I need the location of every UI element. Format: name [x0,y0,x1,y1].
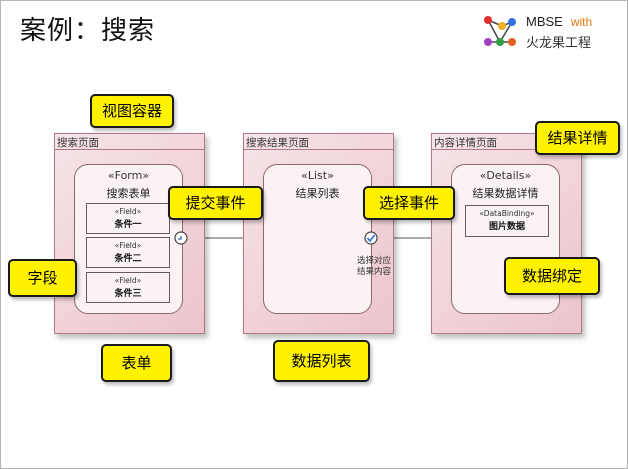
select-note-line-2: 结果内容 [356,267,391,277]
results-page-container: 搜索结果页面 «List» 结果列表 选择对应 结果内容 [243,133,394,334]
field-condition-3: «Field» 条件三 [86,272,170,303]
callout-field: 字段 [8,259,77,297]
brand-with: with [570,15,593,29]
select-note: 选择对应 结果内容 [352,256,396,278]
brand-logo: MBSE with 火龙果工程 [480,12,620,52]
details-page-container: 内容详情页面 «Details» 结果数据详情 «DataBinding» 图片… [431,133,582,334]
data-binding-image: «DataBinding» 图片数据 [465,205,549,237]
list-stereotype: «List» [301,169,334,182]
callout-view-container: 视图容器 [90,94,174,128]
search-page-label: 搜索页面 [57,137,99,149]
callout-data-list: 数据列表 [273,340,370,382]
field-stereotype: «Field» [114,241,142,250]
select-note-line-1: 选择对应 [356,256,391,266]
details-page-label: 内容详情页面 [434,137,497,149]
form-name: 搜索表单 [106,187,151,200]
field-stereotype: «Field» [114,207,142,216]
submit-event-icon [174,231,188,245]
callout-result-details: 结果详情 [535,121,620,155]
brand-subtitle: 火龙果工程 [526,36,592,51]
binding-stereotype: «DataBinding» [479,209,535,218]
field-name: 条件三 [114,289,142,299]
brand-mbse: MBSE [526,14,563,29]
field-name: 条件二 [114,254,142,264]
select-event-icon [364,231,378,245]
field-stereotype: «Field» [114,276,142,285]
form-stereotype: «Form» [107,169,150,182]
callout-submit-event: 提交事件 [168,186,263,220]
field-condition-2: «Field» 条件二 [86,237,170,268]
page-divider [55,149,204,150]
callout-select-event: 选择事件 [363,186,455,220]
binding-name: 图片数据 [488,222,525,232]
field-name: 条件一 [114,220,142,230]
callout-data-binding: 数据绑定 [504,257,600,295]
brand-name: MBSE with [526,14,592,29]
results-page-label: 搜索结果页面 [246,137,309,149]
slide-title: 案例：搜索 [20,16,156,46]
details-name: 结果数据详情 [472,187,539,200]
field-condition-1: «Field» 条件一 [86,203,170,234]
list-name: 结果列表 [295,187,340,200]
page-divider [432,149,581,150]
results-list: «List» 结果列表 [263,164,372,314]
search-page-container: 搜索页面 «Form» 搜索表单 «Field» 条件一 «Field» 条件二… [54,133,205,334]
search-form: «Form» 搜索表单 «Field» 条件一 «Field» 条件二 «Fie… [74,164,183,314]
callout-form: 表单 [101,344,172,382]
molecule-logo-icon [484,16,516,46]
details-stereotype: «Details» [479,169,532,182]
page-divider [244,149,393,150]
